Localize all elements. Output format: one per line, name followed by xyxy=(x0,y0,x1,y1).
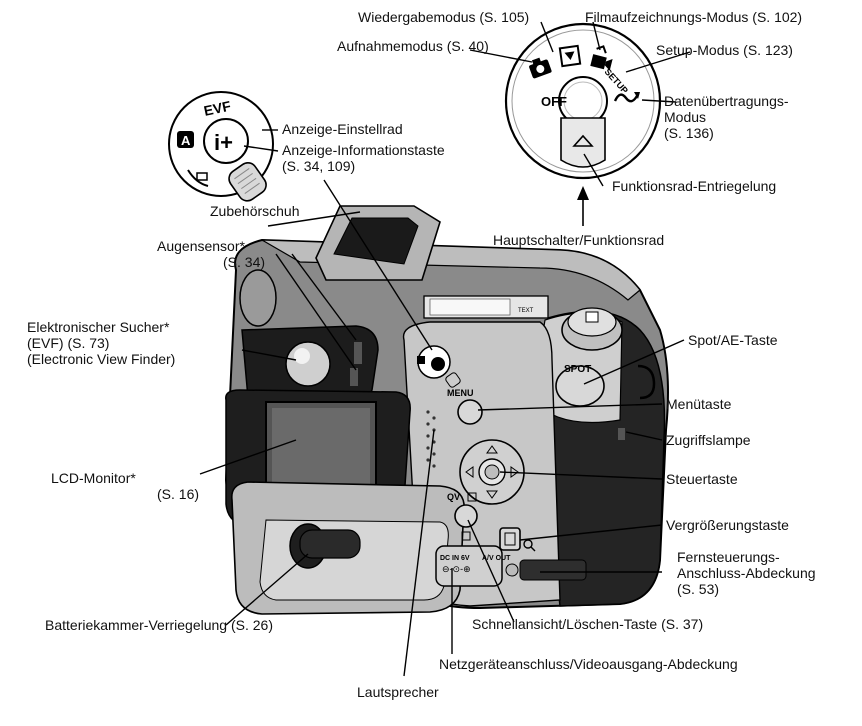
dial-release-tab xyxy=(560,117,606,168)
label-vergroesserungstaste: Vergrößerungstaste xyxy=(666,517,789,533)
display-dial: i+ EVF A xyxy=(168,91,274,202)
triangle-up-icon xyxy=(572,134,594,147)
label-filmaufzeichnungs-modus: Filmaufzeichnungs-Modus (S. 102) xyxy=(585,9,803,25)
label-elektronischer-sucher: Elektronischer Sucher* (EVF) (S. 73) (El… xyxy=(27,319,176,367)
label-wiedergabemodus: Wiedergabemodus (S. 105) xyxy=(358,9,530,25)
svg-text:⊖-⊙-⊕: ⊖-⊙-⊕ xyxy=(442,564,471,574)
label-setup-modus: Setup-Modus (S. 123) xyxy=(656,42,793,58)
spot-marking: SPOT xyxy=(564,364,591,375)
mode-dial: OFF SETUP xyxy=(504,22,662,180)
label-menuetaste: Menütaste xyxy=(666,396,732,412)
arrow-up-icon xyxy=(577,186,589,200)
label-augensensor: Augensensor* (S. 34) xyxy=(157,238,266,270)
label-schnellansicht-loeschen-taste: Schnellansicht/Löschen-Taste (S. 37) xyxy=(472,616,704,632)
menu-marking: MENU xyxy=(447,388,474,398)
label-lautsprecher: Lautsprecher xyxy=(357,684,439,700)
top-panel-text-marking: TEXT xyxy=(518,308,534,314)
label-datenuebertragungs-modus: Datenübertragungs- Modus (S. 136) xyxy=(664,93,789,141)
access-lamp xyxy=(618,428,625,440)
av-out-marking: A/V OUT xyxy=(482,555,511,562)
magnify-icon xyxy=(523,539,533,549)
label-batteriekammer-verriegelung: Batteriekammer-Verriegelung (S. 26) xyxy=(45,617,273,633)
playback-mode-icon xyxy=(558,44,582,68)
label-fernsteuerungs-anschluss-abdeckung: Fernsteuerungs- Anschluss-Abdeckung (S. … xyxy=(677,549,816,597)
dial-lever xyxy=(228,162,267,202)
label-aufnahmemodus: Aufnahmemodus (S. 40) xyxy=(337,38,489,54)
eye-sensor xyxy=(354,342,362,364)
label-anzeige-einstellrad: Anzeige-Einstellrad xyxy=(282,121,403,137)
dc-in-marking: DC IN 6V xyxy=(440,555,470,562)
label-steuertaste: Steuertaste xyxy=(666,471,738,487)
leader-lines xyxy=(199,21,691,677)
qv-marking: QV xyxy=(447,492,460,502)
label-zugriffslampe: Zugriffslampe xyxy=(666,432,751,448)
auto-mode-icon xyxy=(177,131,194,148)
remote-terminal-cover xyxy=(519,559,587,581)
label-zubehoerschuh: Zubehörschuh xyxy=(210,203,300,219)
label-hauptschalter-funktionsrad: Hauptschalter/Funktionsrad xyxy=(493,232,665,248)
evf-lens xyxy=(285,341,331,387)
dial-evf-marking: EVF xyxy=(202,98,232,119)
dial-auto-marking: A xyxy=(181,133,191,148)
dial-off-marking: OFF xyxy=(541,94,567,109)
trash-icon xyxy=(461,531,471,541)
camera-mode-icon xyxy=(529,57,552,79)
camera-body: TEXT xyxy=(224,205,669,615)
data-transfer-icon xyxy=(613,93,640,103)
quick-view-delete-button xyxy=(454,504,478,528)
label-lcd-monitor: LCD-Monitor* (S. 16) xyxy=(51,470,200,502)
menu-button xyxy=(457,399,483,425)
label-funktionsrad-entriegelung: Funktionsrad-Entriegelung xyxy=(612,178,777,194)
label-anzeige-informationstaste: Anzeige-Informationstaste (S. 34, 109) xyxy=(282,142,445,174)
magnify-button xyxy=(499,527,521,551)
label-netzgeraeteanschluss: Netzgeräteanschluss/Videoausgang-Abdecku… xyxy=(439,656,738,672)
label-spot-ae-taste: Spot/AE-Taste xyxy=(688,332,778,348)
info-button-marking: i+ xyxy=(214,130,233,155)
